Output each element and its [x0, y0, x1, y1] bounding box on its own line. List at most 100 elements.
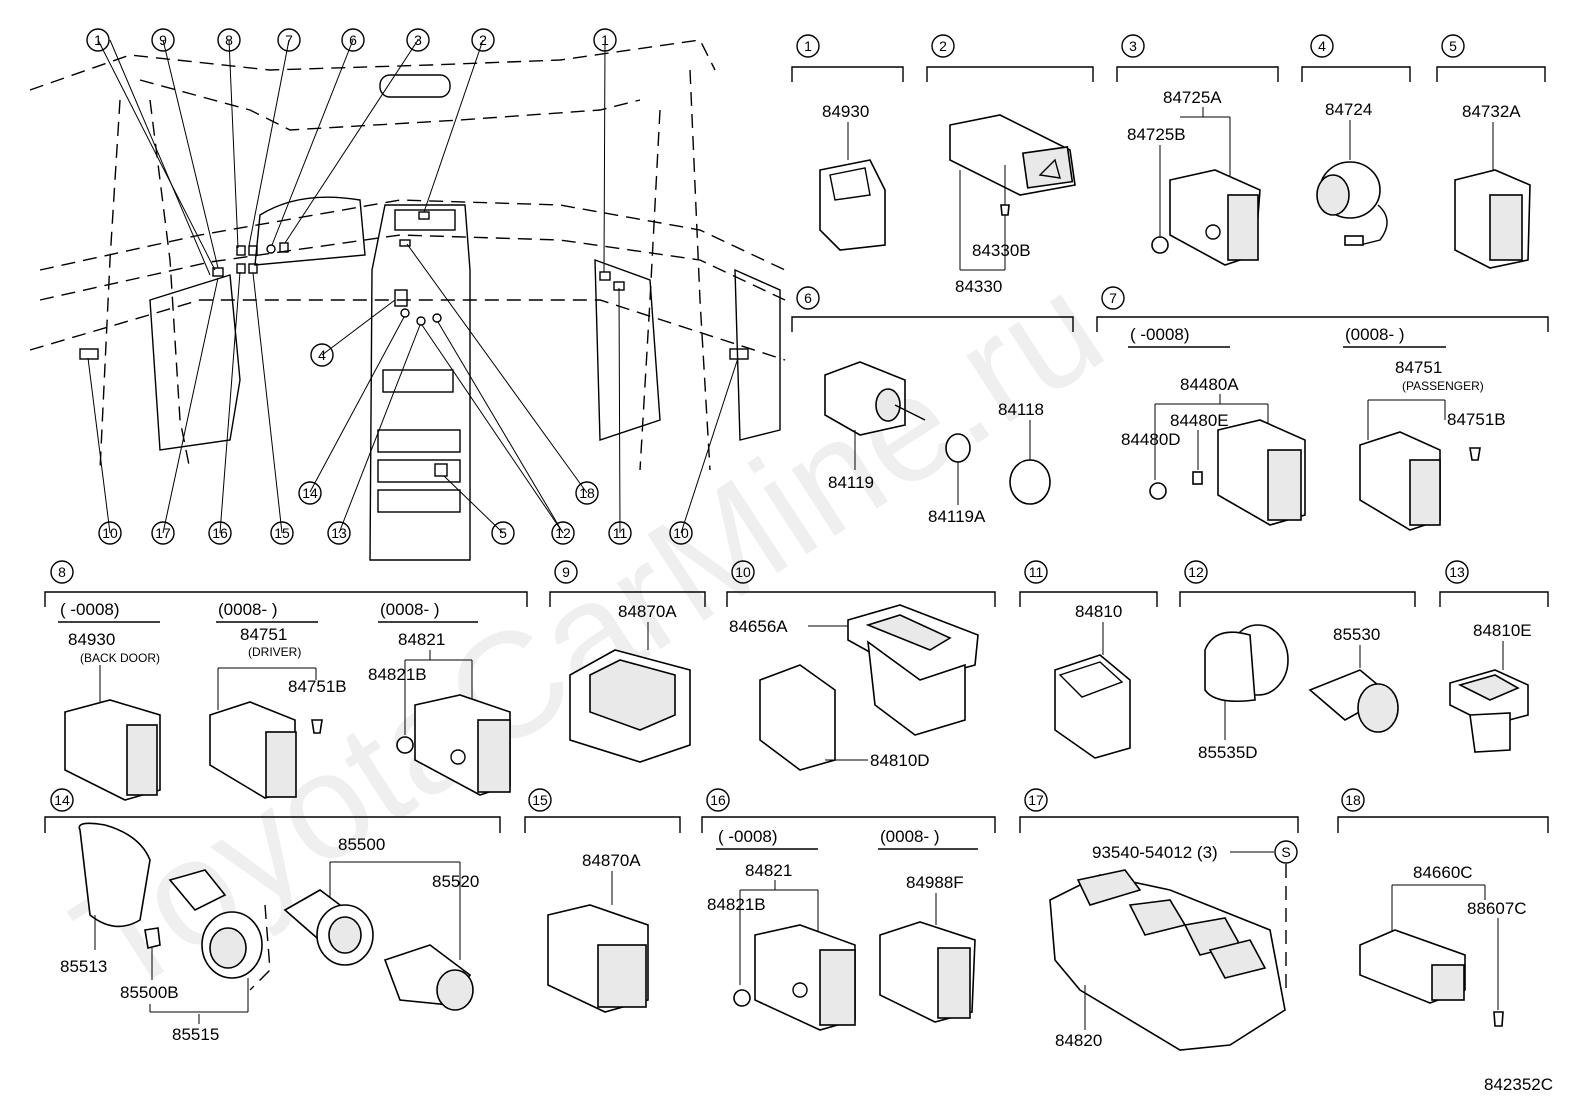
- range-7b: (0008- ): [1345, 325, 1405, 344]
- callout-17: 17: [151, 521, 175, 545]
- part-85520: 85520: [432, 872, 479, 891]
- part-84330B: 84330B: [972, 241, 1031, 260]
- section-1: 1 84930: [791, 34, 904, 251]
- callout-16: 16: [208, 521, 232, 545]
- section-7: 7 ( -0008) (0008- ) 84480A 84480E 84480D…: [1096, 286, 1549, 531]
- callout-8: 8: [217, 28, 241, 52]
- diagram-code: 842352C: [1484, 1075, 1553, 1094]
- part-84751B: 84751B: [1447, 410, 1506, 429]
- symbol-s: S: [1281, 844, 1290, 860]
- svg-text:9: 9: [562, 564, 570, 580]
- section-14: 14 85500 85520 85513 85500B 85515: [44, 788, 501, 1044]
- range-7a: ( -0008): [1130, 325, 1190, 344]
- svg-text:9: 9: [159, 32, 167, 48]
- svg-text:5: 5: [1449, 38, 1457, 54]
- section-9: 9 84870A: [549, 560, 706, 763]
- overview-leaders: [87, 39, 739, 534]
- svg-text:16: 16: [212, 525, 228, 541]
- part-84821-16: 84821: [745, 861, 792, 880]
- part-84732A: 84732A: [1462, 102, 1521, 121]
- part-85535D: 85535D: [1198, 743, 1258, 762]
- part-84119A: 84119A: [928, 507, 986, 526]
- svg-text:3: 3: [1129, 38, 1137, 54]
- svg-text:11: 11: [1029, 564, 1044, 580]
- part-85513: 85513: [60, 957, 107, 976]
- section-13: 13 84810E: [1439, 560, 1549, 753]
- callout-18: 18: [575, 481, 599, 505]
- part-84810D: 84810D: [870, 751, 930, 770]
- section-2: 2 84330B 84330: [926, 34, 1094, 296]
- callout-1b: 1: [593, 28, 617, 52]
- part-85515: 85515: [172, 1025, 219, 1044]
- svg-text:10: 10: [673, 525, 689, 541]
- part-84480E: 84480E: [1170, 411, 1229, 430]
- callout-4: 4: [310, 343, 334, 367]
- part-84821: 84821: [398, 630, 445, 649]
- svg-text:6: 6: [349, 32, 357, 48]
- part-84751-passenger: 84751: [1395, 358, 1442, 377]
- part-84820: 84820: [1055, 1031, 1102, 1050]
- part-93540-54012: 93540-54012 (3): [1092, 843, 1218, 862]
- callout-6: 6: [341, 28, 365, 52]
- callout-15: 15: [270, 521, 294, 545]
- section-17: 17 93540-54012 (3) S 84820: [1019, 788, 1299, 1051]
- part-84810: 84810: [1075, 602, 1122, 621]
- section-18: 18 84660C 88607C: [1337, 788, 1549, 1027]
- part-84480D: 84480D: [1121, 430, 1181, 449]
- part-85500B: 85500B: [120, 983, 179, 1002]
- part-84725B: 84725B: [1127, 125, 1186, 144]
- part-84988F: 84988F: [906, 873, 964, 892]
- callout-10a: 10: [98, 521, 122, 545]
- section-15: 15 84870A: [524, 788, 681, 1013]
- svg-text:13: 13: [331, 525, 347, 541]
- part-84724: 84724: [1325, 100, 1372, 119]
- svg-text:8: 8: [58, 564, 66, 580]
- svg-text:14: 14: [54, 792, 70, 808]
- vehicle-interior-overview: [29, 39, 786, 561]
- range-16a: ( -0008): [718, 827, 778, 846]
- part-88607C: 88607C: [1467, 899, 1527, 918]
- part-84119: 84119: [828, 473, 874, 492]
- range-16b: (0008- ): [880, 827, 940, 846]
- part-85500: 85500: [338, 835, 385, 854]
- svg-text:10: 10: [102, 525, 118, 541]
- section-4: 4 84724: [1301, 34, 1411, 246]
- svg-text:4: 4: [318, 347, 326, 363]
- svg-text:2: 2: [479, 32, 487, 48]
- svg-text:1: 1: [94, 32, 102, 48]
- section-6: 6 84119 84119A 84118: [791, 286, 1074, 526]
- range-8a: ( -0008): [60, 600, 120, 619]
- section-3: 3 84725A 84725B: [1116, 34, 1279, 266]
- svg-text:10: 10: [735, 564, 751, 580]
- part-84725A: 84725A: [1163, 88, 1222, 107]
- part-84118: 84118: [998, 400, 1044, 419]
- part-84870A-9: 84870A: [618, 602, 677, 621]
- section-8: 8 ( -0008) (0008- ) (0008- ) 84930 (BACK…: [44, 560, 528, 801]
- callout-13: 13: [327, 521, 351, 545]
- callout-9: 9: [151, 28, 175, 52]
- svg-text:15: 15: [274, 525, 290, 541]
- svg-text:13: 13: [1449, 564, 1465, 580]
- part-84930-back-door: 84930: [68, 630, 115, 649]
- callout-12: 12: [551, 521, 575, 545]
- callout-7: 7: [277, 28, 301, 52]
- part-84751B-driver: 84751B: [288, 677, 347, 696]
- svg-text:17: 17: [155, 525, 171, 541]
- section-10: 10 84656A 84810D: [726, 560, 996, 771]
- svg-text:1: 1: [601, 32, 609, 48]
- callout-14: 14: [298, 481, 322, 505]
- svg-text:4: 4: [1318, 38, 1326, 54]
- svg-text:7: 7: [285, 32, 293, 48]
- part-84810E: 84810E: [1473, 621, 1532, 640]
- callout-3: 3: [406, 28, 430, 52]
- part-84930: 84930: [822, 102, 869, 121]
- section-5: 5 84732A: [1436, 34, 1546, 269]
- svg-text:5: 5: [499, 525, 507, 541]
- note-passenger: (PASSENGER): [1402, 379, 1484, 393]
- callout-5: 5: [491, 521, 515, 545]
- part-84870A-15: 84870A: [582, 851, 641, 870]
- callout-10b: 10: [669, 521, 693, 545]
- svg-text:1: 1: [804, 38, 812, 54]
- section-16: 16 ( -0008) (0008- ) 84821 84821B 84988F: [701, 788, 996, 1031]
